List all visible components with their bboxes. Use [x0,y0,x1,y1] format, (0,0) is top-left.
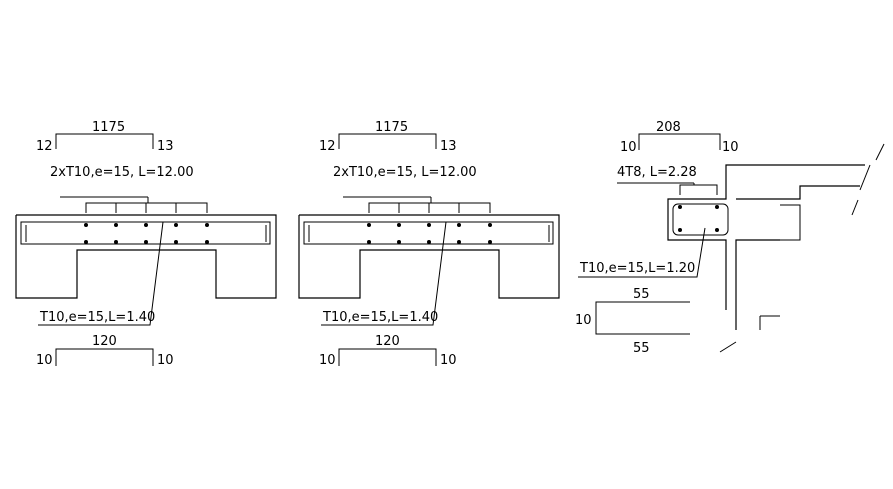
bottom-dimension-right: 10 [157,353,174,368]
bottom-leader [38,221,164,326]
bottom-rebar-dots [84,240,209,244]
top-dimension-bracket [338,133,437,149]
top-dimension-left: 10 [620,140,637,155]
top-dimension-value: 1175 [92,120,125,135]
top-dimension-right: 13 [440,139,457,154]
bottom-leader [578,227,706,278]
bottom-dimension-right: 10 [440,353,457,368]
top-dimension-right: 10 [722,140,739,155]
top-dimension-value: 208 [656,120,681,135]
stirrup-dim-middle: 10 [575,313,592,328]
bottom-dimension-bracket [55,348,154,366]
top-rebar-label: 2xT10,e=15, L=12.00 [50,165,194,180]
top-rebar-label: 2xT10,e=15, L=12.00 [333,165,477,180]
top-dimension-left: 12 [36,139,53,154]
slab-inner-line [20,221,271,245]
beam-outline [15,214,277,299]
bottom-rebar-label: T10,e=15,L=1.40 [322,310,438,325]
top-rebar-dots [367,223,492,227]
beam-section-1: 1175 12 13 2xT10,e=15, L=12.00 [15,120,277,368]
bottom-rebar-dots [367,240,492,244]
bottom-rebar-label: T10,e=15,L=1.20 [579,261,695,276]
top-rebar-label: 4T8, L=2.28 [617,165,697,180]
stirrup-dim-top: 55 [633,287,650,302]
stirrup [672,203,729,236]
slab-edge-outline [667,164,865,310]
bottom-dimension-left: 10 [36,353,53,368]
rebar-dots [678,205,719,232]
stirrup-shape [595,301,690,335]
top-dimension-left: 12 [319,139,336,154]
beam-outline [298,214,560,299]
edge-detail: 208 10 10 4T8, L=2.28 T10,e=15,L=1.20 [575,120,885,356]
bottom-rebar-label: T10,e=15,L=1.40 [39,310,155,325]
bottom-dimension-value: 120 [92,334,117,349]
top-dimension-value: 1175 [375,120,408,135]
top-dimension-bracket [55,133,154,149]
bottom-dimension-left: 10 [319,353,336,368]
top-rebar-dots [84,223,209,227]
stirrup-dim-bottom: 55 [633,341,650,356]
top-dimension-bracket [638,133,721,150]
bottom-dimension-value: 120 [375,334,400,349]
top-dimension-right: 13 [157,139,174,154]
beam-section-2: 1175 12 13 2xT10,e=15, L=12.00 T10 [298,120,560,368]
slab-inner-line [303,221,554,245]
